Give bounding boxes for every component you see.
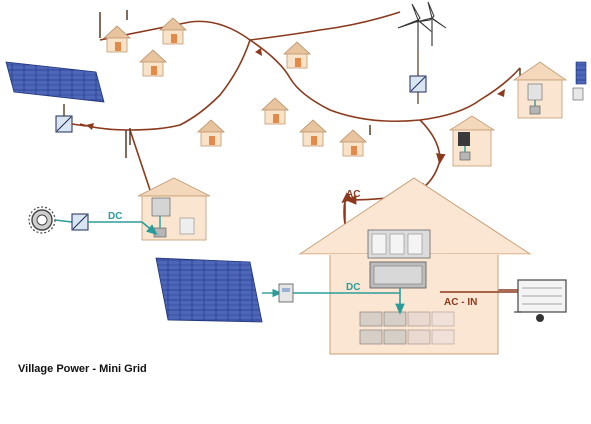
inverter-icon <box>55 115 73 133</box>
village-huts <box>103 17 367 157</box>
battery-bank-icon <box>359 311 455 345</box>
solar-panel-small-right <box>572 61 587 101</box>
solar-array-left <box>5 61 105 103</box>
inverter-charger-stack <box>367 229 431 289</box>
generator-icon <box>514 279 567 322</box>
wind-turbine-icon <box>397 1 447 50</box>
hydro-inverter-icon <box>71 213 89 231</box>
hydro-turbine-icon <box>28 206 56 234</box>
dc-label-center: DC <box>346 282 360 293</box>
solar-array-bottom <box>155 257 263 323</box>
house-with-storage-right <box>512 61 568 119</box>
utility-poles <box>99 10 521 158</box>
dc-label-left: DC <box>108 211 122 222</box>
ac-label: AC <box>346 189 360 200</box>
diagram-caption: Village Power - Mini Grid <box>18 363 147 375</box>
house-with-storage-middle <box>448 115 496 167</box>
ac-in-label: AC - IN <box>444 297 477 308</box>
charge-controller-icon <box>278 283 294 303</box>
wind-inverter-icon <box>409 75 427 93</box>
